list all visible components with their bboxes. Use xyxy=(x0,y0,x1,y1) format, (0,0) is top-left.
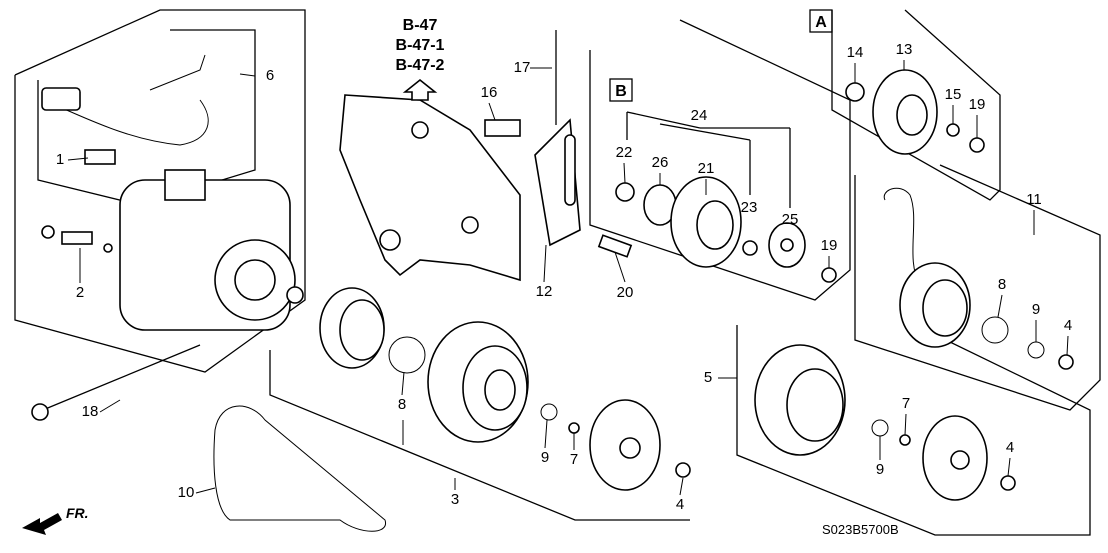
callout-23[interactable]: 23 xyxy=(741,199,758,216)
group-5-parts xyxy=(754,344,1016,501)
callout-10[interactable]: 10 xyxy=(178,484,195,501)
callout-9[interactable]: 9 xyxy=(541,449,549,466)
callout-19[interactable]: 19 xyxy=(821,237,838,254)
callout-9[interactable]: 9 xyxy=(876,461,884,478)
callout-25[interactable]: 25 xyxy=(782,211,799,228)
group-b-parts xyxy=(615,176,837,283)
callout-26[interactable]: 26 xyxy=(652,154,669,171)
ref-b-47-1[interactable]: B-47-1 xyxy=(396,37,445,54)
callout-24[interactable]: 24 xyxy=(691,107,708,124)
callout-21[interactable]: 21 xyxy=(698,160,715,177)
callout-8[interactable]: 8 xyxy=(398,396,406,413)
callout-6[interactable]: 6 xyxy=(266,67,274,84)
adjusting-bracket-and-bolt xyxy=(31,30,633,421)
group-6-outline xyxy=(37,29,256,206)
group-a-label: A xyxy=(815,14,827,31)
front-direction-label: FR. xyxy=(66,505,89,521)
callout-7[interactable]: 7 xyxy=(902,395,910,412)
callout-8[interactable]: 8 xyxy=(998,276,1006,293)
ref-b-47-2[interactable]: B-47-2 xyxy=(396,57,445,74)
callout-18[interactable]: 18 xyxy=(82,403,99,420)
group-a-badge xyxy=(809,9,833,33)
wire-harness xyxy=(41,54,209,165)
group-b-badge xyxy=(609,78,633,102)
callout-14[interactable]: 14 xyxy=(847,44,864,61)
diagram-code: S023B5700B xyxy=(822,522,899,537)
group-3-outline xyxy=(269,350,690,521)
callout-20[interactable]: 20 xyxy=(617,284,634,301)
ref-b-47[interactable]: B-47 xyxy=(403,17,438,34)
up-arrow-icon xyxy=(402,78,438,101)
group-b-outline xyxy=(589,19,851,301)
group-a-parts xyxy=(845,69,985,155)
clutch-parts xyxy=(213,287,691,532)
field-coil-group-parts xyxy=(883,187,1074,370)
callout-12[interactable]: 12 xyxy=(536,283,553,300)
callout-9[interactable]: 9 xyxy=(1032,301,1040,318)
group-a-outline xyxy=(831,9,1001,201)
front-arrow-icon xyxy=(22,513,62,535)
compressor-group-outline xyxy=(14,9,306,373)
callout-15[interactable]: 15 xyxy=(945,86,962,103)
callout-16[interactable]: 16 xyxy=(481,84,498,101)
group-5-outline xyxy=(736,324,1091,536)
callout-17[interactable]: 17 xyxy=(514,59,531,76)
compressor xyxy=(119,169,304,331)
leader-lines xyxy=(67,60,1069,496)
callout-3[interactable]: 3 xyxy=(451,491,459,508)
callouts: 1 2 3 4 4 4 5 6 7 7 8 8 9 9 9 10 11 12 1… xyxy=(56,41,1072,513)
callout-19[interactable]: 19 xyxy=(969,96,986,113)
callout-13[interactable]: 13 xyxy=(896,41,913,58)
callout-2[interactable]: 2 xyxy=(76,284,84,301)
callout-4[interactable]: 4 xyxy=(1064,317,1072,334)
group-outlines xyxy=(14,9,1101,536)
group-11-outline xyxy=(854,164,1101,411)
callout-4[interactable]: 4 xyxy=(676,496,684,513)
bracket xyxy=(339,94,521,282)
callout-22[interactable]: 22 xyxy=(616,144,633,161)
callout-4[interactable]: 4 xyxy=(1006,439,1014,456)
callout-5[interactable]: 5 xyxy=(704,369,712,386)
callout-1[interactable]: 1 xyxy=(56,151,64,168)
callout-7[interactable]: 7 xyxy=(570,451,578,468)
callout-11[interactable]: 11 xyxy=(1026,191,1042,208)
group-b-label: B xyxy=(615,83,627,100)
relief-valve xyxy=(41,225,113,253)
